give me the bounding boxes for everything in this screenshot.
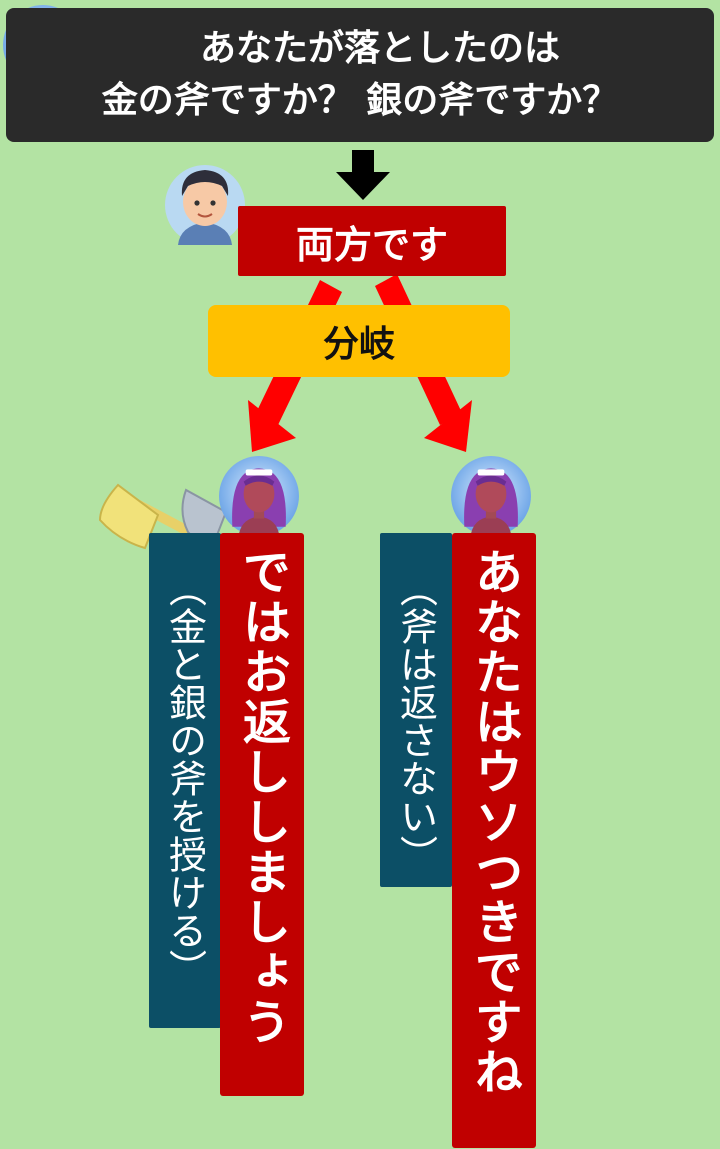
- question-line-2: 金の斧ですか？ 銀の斧ですか？: [101, 80, 619, 121]
- man-avatar-icon: [165, 165, 245, 245]
- question-box: あなたが落としたのは 金の斧ですか？ 銀の斧ですか？: [6, 8, 714, 142]
- left-main: ではお返ししましょう: [220, 533, 304, 1096]
- question-line-1: あなたが落としたのは: [199, 28, 560, 69]
- right-main: あなたはウソつきですね: [452, 533, 536, 1148]
- answer-box: 両方です: [238, 206, 506, 276]
- right-note: （斧は返さない）: [380, 533, 452, 887]
- left-note: （金と銀の斧を授ける）: [149, 533, 221, 1028]
- down-arrow-icon: [336, 150, 390, 200]
- branch-box: 分岐: [208, 305, 510, 377]
